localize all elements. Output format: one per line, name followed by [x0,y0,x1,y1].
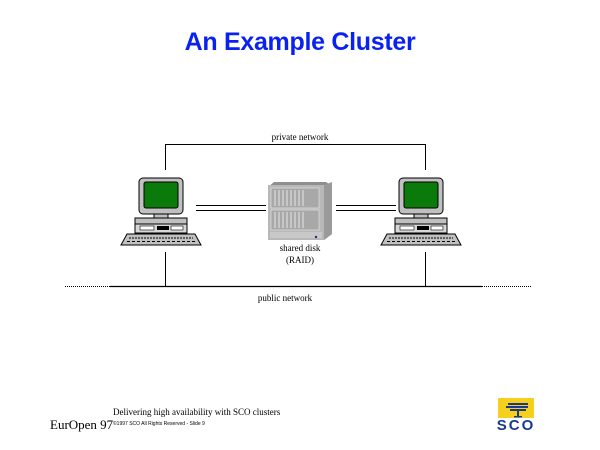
computer-icon [120,177,202,246]
shared-disk-sublabel: (RAID) [286,255,314,265]
sco-logo: SCO [493,398,539,436]
slide-title: An Example Cluster [184,28,416,56]
shared-disk-label: shared disk [279,243,321,253]
public-network-line [65,252,531,288]
public-network-label: public network [257,293,313,303]
footer-event: EurOpen 97 [50,417,114,432]
private-network-label: private network [271,132,329,142]
private-network-line [165,144,426,170]
computer-icon [380,177,462,246]
footer-tagline: Delivering high availability with SCO cl… [113,407,281,417]
disk-link-left [196,205,266,211]
disk-link-right [336,205,396,211]
footer-copyright: ©1997 SCO All Rights Reserved - Slide 9 [113,421,205,427]
raid-cabinet-icon [268,182,332,240]
logo-text: SCO [496,417,536,434]
logo-tree-icon [498,398,534,418]
